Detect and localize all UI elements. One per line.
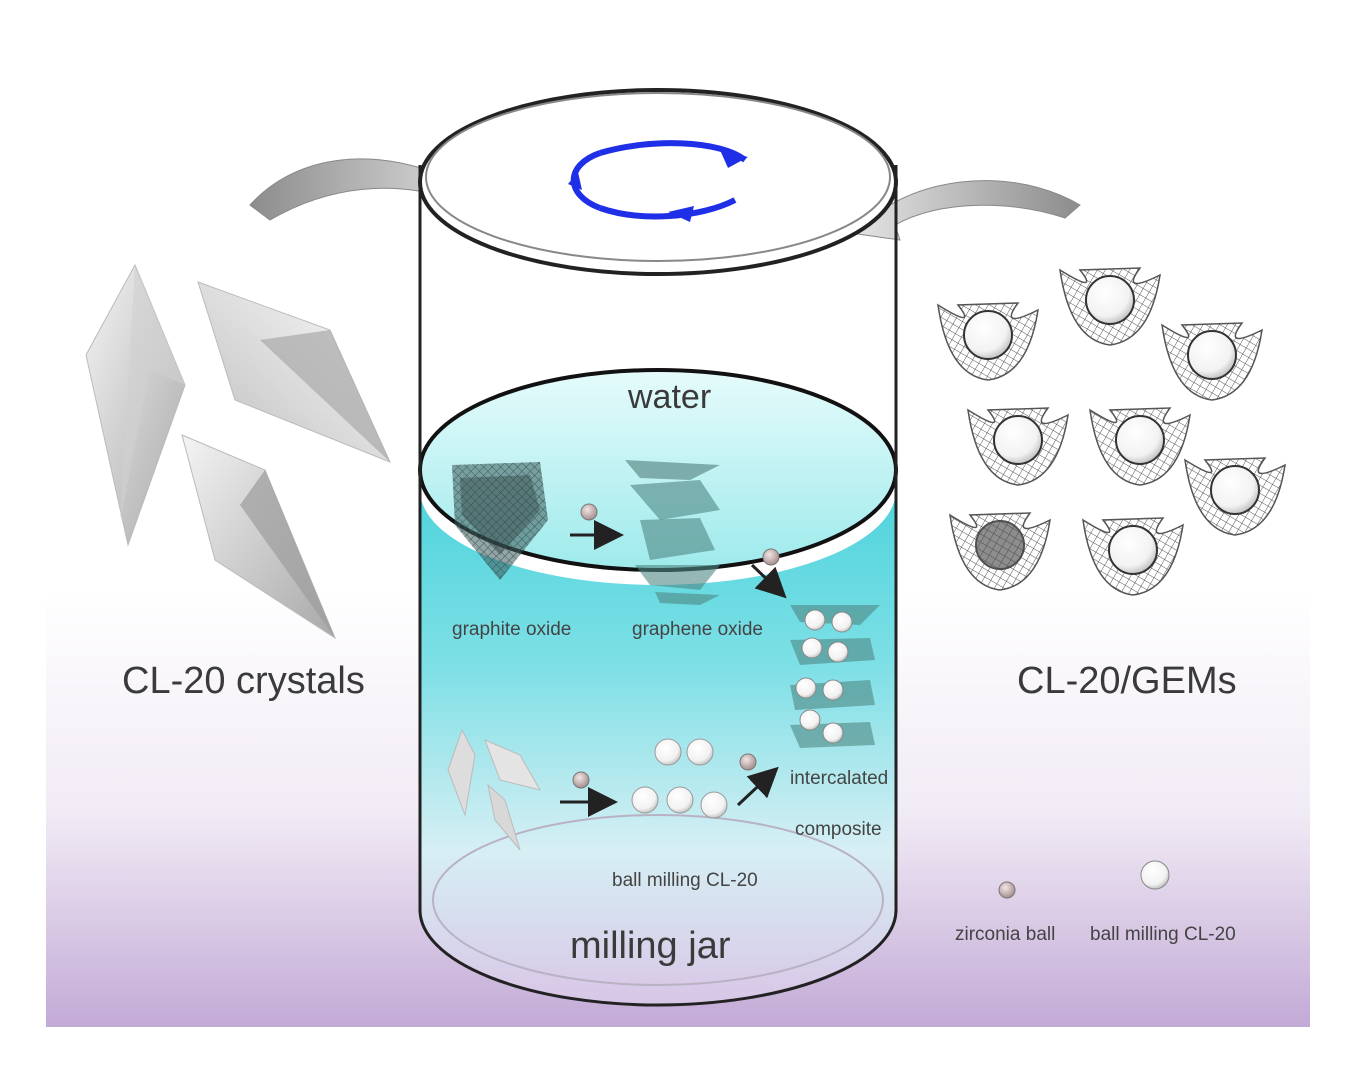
cl20-crystals-group — [85, 263, 391, 640]
ball-milling-balls — [631, 738, 728, 819]
gem-particle — [1089, 407, 1191, 486]
intercalated-label: intercalated — [790, 768, 888, 789]
gem-particle — [1161, 322, 1263, 401]
jar-lid — [418, 88, 898, 276]
water-label: water — [627, 378, 711, 416]
arrow-2-icon — [750, 563, 787, 599]
crystal-3-shade — [240, 470, 335, 638]
graphene-oxide-label: graphene oxide — [632, 619, 763, 640]
crystal-2-shade — [260, 330, 390, 462]
zirconia-ball-2 — [762, 548, 780, 566]
intercalated-composite — [790, 605, 880, 748]
cl20-gems-group — [937, 267, 1286, 596]
legend-zirconia-ball-label: zirconia ball — [955, 924, 1055, 945]
left-title: CL-20 crystals — [122, 660, 365, 702]
legend-ball-milling-label: ball milling CL-20 — [1090, 924, 1236, 945]
gem-particle — [1082, 517, 1184, 596]
zirconia-ball-4 — [739, 753, 757, 771]
gem-particle — [967, 407, 1069, 486]
right-title: CL-20/GEMs — [1017, 660, 1237, 702]
legend-ball-milling-icon — [1140, 860, 1170, 890]
legend: zirconia ball ball milling CL-20 — [955, 860, 1236, 945]
jar-lid-inner — [425, 92, 891, 262]
jar-crystals — [447, 728, 542, 851]
gem-particle — [949, 512, 1051, 591]
ball-milling-center-label: ball milling CL-20 — [612, 870, 758, 891]
graphite-oxide-label: graphite oxide — [452, 619, 571, 640]
gem-particle — [1184, 457, 1286, 536]
graphene-oxide-sheets — [625, 460, 720, 605]
rotation-arrow-icon — [568, 140, 748, 222]
jar-label: milling jar — [570, 925, 731, 967]
gem-particle — [1059, 267, 1161, 346]
zirconia-ball-1 — [580, 503, 598, 521]
composite-label: composite — [795, 819, 882, 840]
zirconia-ball-3 — [572, 771, 590, 789]
jar-bottom — [418, 909, 898, 1007]
graphite-oxide-stack — [452, 462, 548, 580]
arrow-4-icon — [736, 766, 779, 807]
jar-bottom-inner — [432, 814, 884, 986]
crystal-1-shade — [120, 265, 185, 520]
gem-particle — [937, 302, 1039, 381]
legend-zirconia-ball-icon — [998, 881, 1016, 899]
